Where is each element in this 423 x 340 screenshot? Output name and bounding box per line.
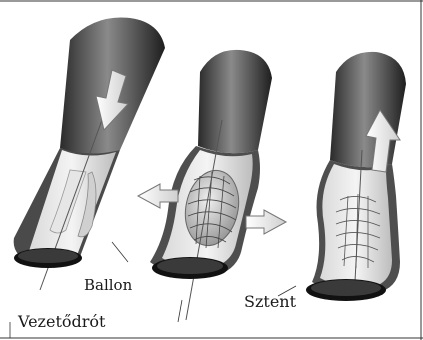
guidewire-label: Vezetődrót [17, 312, 106, 331]
balloon-label: Ballon [84, 276, 133, 294]
vessel-1 [14, 17, 165, 290]
vessel-2 [138, 50, 286, 320]
vessel-3 [306, 52, 406, 301]
stent-label: Sztent [244, 292, 297, 311]
